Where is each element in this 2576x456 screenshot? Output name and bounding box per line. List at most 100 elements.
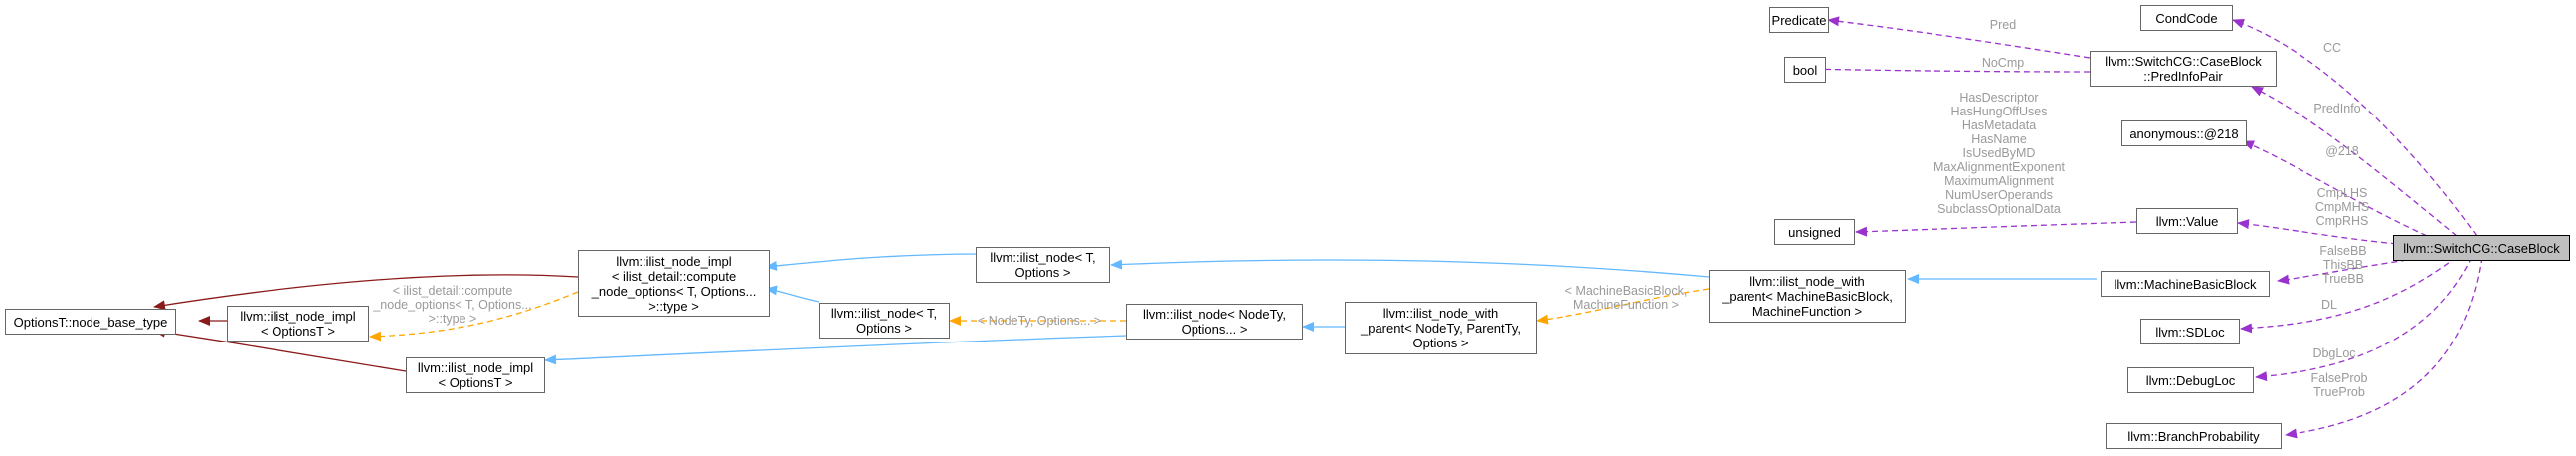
node-label-line: Options... > xyxy=(1181,322,1248,337)
edge-caseblock-to-sdloc xyxy=(2240,256,2458,334)
node-label-line: Options > xyxy=(1014,265,1071,280)
node-label-line: _parent< MachineBasicBlock, xyxy=(1722,289,1893,304)
node-label-line: llvm::ilist_node_with xyxy=(1749,274,1865,289)
node-predicate[interactable]: Predicate xyxy=(1769,7,1829,33)
node-label-line: ::PredInfoPair xyxy=(2143,69,2223,84)
node-bool[interactable]: bool xyxy=(1784,57,1826,83)
edge-impl-b-to-ilist-node-t xyxy=(765,253,983,271)
node-switchcg-caseblock[interactable]: llvm::SwitchCG::CaseBlock xyxy=(2393,235,2570,261)
edge-caseblock-to-anonymous218 xyxy=(2242,140,2428,237)
node-label-line: llvm::BranchProbability xyxy=(2127,428,2260,444)
edge-label-line: PredInfo xyxy=(2313,102,2360,115)
node-label-line: llvm::ilist_node< T, xyxy=(990,250,1096,265)
node-debugloc[interactable]: llvm::DebugLoc xyxy=(2127,367,2254,393)
node-label-line: unsigned xyxy=(1788,224,1841,240)
node-ilist-node-impl-compute[interactable]: llvm::ilist_node_impl< ilist_detail::com… xyxy=(578,250,770,317)
node-ilist-node-nodety[interactable]: llvm::ilist_node< NodeTy,Options... > xyxy=(1126,304,1303,340)
edge-label-line: FalseBB xyxy=(2319,244,2366,258)
edge-label-line: FalseProb xyxy=(2311,371,2368,385)
node-llvm-value[interactable]: llvm::Value xyxy=(2136,208,2238,234)
edge-impl-b-to-options-base xyxy=(153,274,579,311)
node-label-line: llvm::SwitchCG::CaseBlock xyxy=(2403,240,2560,256)
node-label-line: llvm::ilist_node_impl xyxy=(417,360,534,375)
node-label-line: < OptionsT > xyxy=(261,324,335,339)
edge-label-line: HasMetadata xyxy=(1962,118,2036,132)
node-label-line: < ilist_detail::compute xyxy=(611,268,737,284)
edge-impl-c-to-options-base xyxy=(153,327,407,372)
edge-impl-c-to-nodety xyxy=(544,335,1127,365)
edge-label-line: SubclassOptionalData xyxy=(1937,202,2061,216)
node-ilist-node-with-parent-mbb[interactable]: llvm::ilist_node_with_parent< MachineBas… xyxy=(1709,270,1906,323)
edge-label-dl: DL xyxy=(2321,298,2337,312)
node-label-line: llvm::ilist_node_impl xyxy=(616,253,732,269)
node-label-line: _node_options< T, Options... xyxy=(591,283,757,299)
edge-label-nocmp: NoCmp xyxy=(1982,56,2024,70)
edge-label-line: MaxAlignmentExponent xyxy=(1933,160,2066,174)
edge-label-line: IsUsedByMD xyxy=(1963,146,2036,160)
edge-label-line: DL xyxy=(2321,298,2337,312)
edge-label-line: HasHungOffUses xyxy=(1950,105,2047,118)
node-label-line: llvm::SDLoc xyxy=(2155,324,2225,340)
node-label-line: >::type > xyxy=(648,298,699,314)
node-condcode[interactable]: CondCode xyxy=(2140,5,2233,31)
node-label-line: < OptionsT > xyxy=(438,375,513,390)
node-ilist-node-impl-optionsT-a[interactable]: llvm::ilist_node_impl< OptionsT > xyxy=(227,306,369,342)
node-label-line: OptionsT::node_base_type xyxy=(13,314,168,330)
node-pred-info-pair[interactable]: llvm::SwitchCG::CaseBlock::PredInfoPair xyxy=(2090,51,2277,87)
node-label-line: llvm::ilist_node_with xyxy=(1382,306,1499,321)
edge-ilist-node-t-to-with-parent-mbb xyxy=(1110,259,1710,278)
edge-pred-info-to-bool xyxy=(1804,64,2091,75)
edge-label-line: _node_options< T, Options... xyxy=(372,298,531,312)
node-label-line: llvm::ilist_node< NodeTy, xyxy=(1143,307,1286,322)
edge-with-parent-generic-to-mbb xyxy=(1536,288,1710,325)
edge-label-mbb-mf: < MachineBasicBlock,MachineFunction > xyxy=(1565,284,1688,312)
edge-caseblock-to-pred-info xyxy=(2251,86,2458,237)
edge-label-line: CmpRHS xyxy=(2316,214,2369,228)
edge-label-line: CmpMHS xyxy=(2315,200,2369,214)
node-label-line: anonymous::@218 xyxy=(2129,125,2239,141)
edge-label-line: NoCmp xyxy=(1982,56,2024,70)
node-ilist-node-impl-optionsT-c[interactable]: llvm::ilist_node_impl< OptionsT > xyxy=(406,357,545,393)
edge-caseblock-to-mbb xyxy=(2277,256,2428,285)
node-label-line: Options > xyxy=(855,321,912,336)
node-ilist-node-t-options[interactable]: llvm::ilist_node< T,Options > xyxy=(976,247,1110,283)
edge-label-line: NumUserOperands xyxy=(1945,188,2053,202)
edge-label-line: DbgLoc xyxy=(2312,346,2355,360)
edge-label-line: TrueProb xyxy=(2313,385,2365,399)
node-branch-probability[interactable]: llvm::BranchProbability xyxy=(2106,423,2282,449)
edge-label-line: CmpLHS xyxy=(2317,186,2368,200)
node-ilist-node-with-parent-generic[interactable]: llvm::ilist_node_with_parent< NodeTy, Pa… xyxy=(1345,302,1537,354)
node-label-line: bool xyxy=(1792,62,1818,78)
node-options-node-base-type[interactable]: OptionsT::node_base_type xyxy=(5,309,176,335)
edge-label-pred: Pred xyxy=(1990,18,2016,32)
node-sdloc[interactable]: llvm::SDLoc xyxy=(2140,319,2240,344)
node-label-line: Predicate xyxy=(1771,12,1827,28)
node-ilist-node-t-options-2[interactable]: llvm::ilist_node< T,Options > xyxy=(819,303,950,339)
edge-impl-b-to-ilist-node-t2 xyxy=(765,285,820,303)
node-label-line: llvm::ilist_node_impl xyxy=(240,309,356,324)
node-unsigned[interactable]: unsigned xyxy=(1774,219,1855,245)
node-machine-basic-block[interactable]: llvm::MachineBasicBlock xyxy=(2101,271,2270,297)
edge-label-line: Pred xyxy=(1990,18,2016,32)
edge-value-to-unsigned xyxy=(1855,221,2137,237)
edge-label-nodety-options: < NodeTy, Options... > xyxy=(978,314,1101,328)
edge-label-line: ThisBB xyxy=(2323,258,2363,272)
node-label-line: _parent< NodeTy, ParentTy, xyxy=(1360,321,1522,336)
edge-label-line: HasDescriptor xyxy=(1959,91,2038,105)
edge-label-line: HasName xyxy=(1971,132,2027,146)
edge-caseblock-to-debugloc xyxy=(2255,256,2473,382)
edge-label-cc: CC xyxy=(2323,41,2341,55)
node-anonymous-218[interactable]: anonymous::@218 xyxy=(2121,120,2247,146)
edge-label-predinfo: PredInfo xyxy=(2313,102,2360,115)
node-label-line: llvm::DebugLoc xyxy=(2145,372,2236,388)
node-label-line: MachineFunction > xyxy=(1751,304,1863,319)
edge-label-compute-options: < ilist_detail::compute_node_options< T,… xyxy=(372,284,531,326)
edge-caseblock-to-value xyxy=(2237,219,2398,245)
edge-label-line: >::type > xyxy=(429,312,477,326)
